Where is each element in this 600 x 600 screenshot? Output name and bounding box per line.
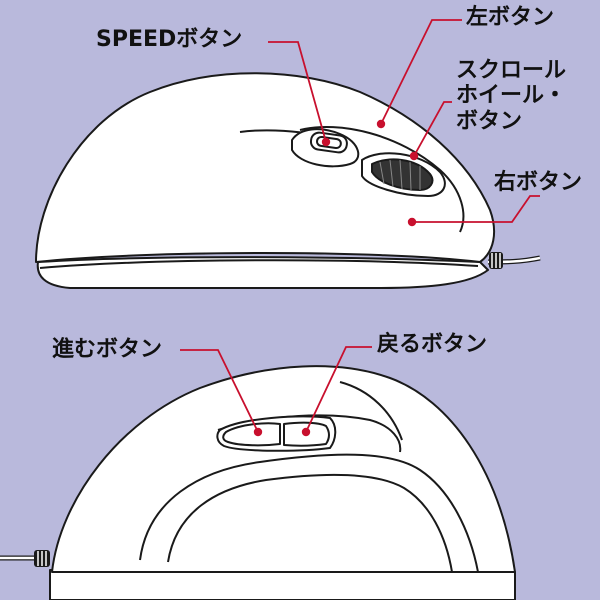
leader-dots [253, 119, 419, 437]
label-scroll-wheel: スクロール ホイール・ ボタン [456, 58, 566, 134]
dot-left-button [376, 119, 386, 129]
leader-lines [180, 19, 540, 433]
leader-back-button [305, 346, 372, 433]
side-button-contour [299, 126, 465, 233]
label-scroll-wheel-line3: ボタン [456, 108, 523, 134]
upper-ridge-2 [339, 381, 403, 441]
dot-back-button [301, 427, 311, 437]
thumb-rest-inner [167, 473, 453, 573]
label-scroll-wheel-line2: ホイール・ [456, 83, 567, 109]
leader-scroll-wheel [413, 101, 452, 157]
leader-speed-button [268, 41, 327, 143]
dot-forward-button [253, 427, 263, 437]
mouse-thumb-side-view [0, 365, 516, 600]
scroll-wheel-ridges [379, 159, 421, 191]
dot-speed-button [321, 137, 331, 147]
label-back-button: 戻るボタン [377, 332, 488, 357]
leader-left-button [380, 19, 462, 125]
mouse-thumb-shell [51, 365, 516, 573]
label-right-button: 右ボタン [494, 170, 583, 195]
label-speed-button: SPEEDボタン [96, 27, 243, 52]
label-scroll-wheel-line1: スクロール [456, 58, 567, 83]
label-left-button: 左ボタン [466, 5, 555, 30]
shell-contour [39, 259, 479, 269]
mouse-side-base [36, 256, 489, 289]
label-forward-button: 進むボタン [52, 337, 163, 362]
dot-right-button [407, 217, 417, 227]
dot-scroll-wheel [409, 151, 419, 161]
thumb-rest-outer [139, 453, 479, 573]
leader-right-button [412, 195, 540, 223]
leader-forward-button [180, 349, 259, 433]
scroll-wheel[interactable] [371, 158, 434, 191]
